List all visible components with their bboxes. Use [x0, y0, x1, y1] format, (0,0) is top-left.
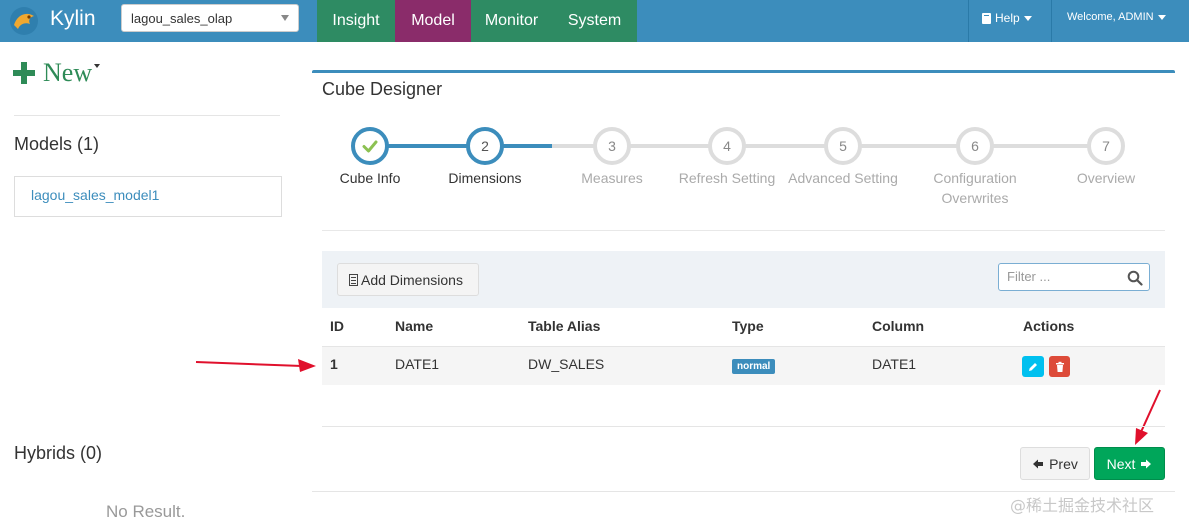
- filter-field: [998, 263, 1150, 291]
- next-label: Next: [1106, 455, 1136, 472]
- column-header-table-alias[interactable]: Table Alias: [528, 318, 601, 334]
- book-icon: [982, 12, 991, 24]
- tab-system[interactable]: System: [552, 0, 637, 42]
- wizard-step-label-line2: Overwrites: [941, 190, 1009, 206]
- search-icon[interactable]: [1127, 270, 1143, 286]
- divider: [312, 491, 1175, 492]
- new-button[interactable]: New: [13, 58, 101, 88]
- model-item-link[interactable]: lagou_sales_model1: [31, 187, 160, 203]
- kylin-logo-icon: [10, 7, 38, 35]
- wizard-step-label: Overview: [1076, 170, 1136, 186]
- wizard-step-label: Configuration: [933, 170, 1017, 186]
- models-title: Models (1): [14, 134, 100, 154]
- wizard-step-label: Refresh Setting: [678, 170, 776, 186]
- chevron-down-icon: [281, 15, 289, 21]
- brand[interactable]: Kylin: [0, 0, 105, 42]
- wizard-step-label: Dimensions: [448, 170, 522, 186]
- column-header-type[interactable]: Type: [732, 318, 764, 334]
- column-header-column[interactable]: Column: [872, 318, 925, 334]
- trash-icon: [1055, 361, 1064, 372]
- cell-name: DATE1: [395, 356, 440, 372]
- prev-button[interactable]: Prev: [1020, 447, 1090, 480]
- wizard-step-label: Measures: [581, 170, 643, 186]
- help-menu[interactable]: Help: [982, 11, 1032, 25]
- brand-name: Kylin: [50, 7, 96, 30]
- tab-model[interactable]: Model: [395, 0, 471, 42]
- hybrids-empty: No Result.: [106, 502, 186, 521]
- nav-divider: [1051, 0, 1052, 42]
- document-icon: [349, 273, 358, 286]
- wizard-step-dimensions[interactable]: 2: [466, 127, 504, 165]
- delete-button[interactable]: [1049, 356, 1070, 377]
- divider: [14, 115, 280, 116]
- tab-monitor[interactable]: Monitor: [471, 0, 552, 42]
- wizard-step-advanced-setting[interactable]: 5: [824, 127, 862, 165]
- help-label: Help: [995, 11, 1020, 25]
- project-select-value: lagou_sales_olap: [131, 11, 233, 26]
- cell-id: 1: [330, 356, 338, 372]
- hybrids-title: Hybrids (0): [14, 443, 103, 463]
- caret-down-icon: [1023, 15, 1032, 21]
- tab-insight[interactable]: Insight: [317, 0, 395, 42]
- filter-input[interactable]: [1005, 268, 1127, 285]
- panel-top-border: [312, 70, 1175, 73]
- wizard-step-overview[interactable]: 7: [1087, 127, 1125, 165]
- divider: [322, 426, 1165, 427]
- model-list: lagou_sales_model1: [14, 176, 282, 217]
- table-row: 1 DATE1 DW_SALES normal DATE1: [322, 346, 1165, 385]
- wizard-step-measures[interactable]: 3: [593, 127, 631, 165]
- wizard-step-label: Cube Info: [339, 170, 401, 186]
- wizard-step-refresh-setting[interactable]: 4: [708, 127, 746, 165]
- column-header-id[interactable]: ID: [330, 318, 344, 334]
- page-title: Cube Designer: [322, 79, 443, 99]
- welcome-label: Welcome, ADMIN: [1067, 11, 1154, 23]
- top-navbar: Kylin lagou_sales_olap Insight Model Mon…: [0, 0, 1189, 42]
- watermark: @稀土掘金技术社区: [1010, 496, 1155, 515]
- wizard-step-cube-info[interactable]: [351, 127, 389, 165]
- wizard-step-label: Advanced Setting: [788, 170, 898, 186]
- wizard-step-configuration-overwrites[interactable]: 6: [956, 127, 994, 165]
- arrow-right-icon: [1141, 459, 1152, 468]
- type-badge: normal: [732, 359, 776, 374]
- plus-icon: [13, 62, 35, 84]
- pencil-icon: [1029, 362, 1037, 371]
- caret-down-icon: [94, 64, 101, 68]
- project-select[interactable]: lagou_sales_olap: [121, 4, 299, 32]
- dimensions-toolbar: Add Dimensions: [322, 251, 1165, 308]
- divider: [322, 230, 1165, 231]
- user-menu[interactable]: Welcome, ADMIN: [1067, 11, 1166, 23]
- add-dimensions-label: Add Dimensions: [361, 271, 463, 288]
- cell-column: DATE1: [872, 356, 917, 372]
- wizard-progress-done: [370, 144, 552, 148]
- cell-table-alias: DW_SALES: [528, 356, 605, 372]
- caret-down-icon: [1157, 14, 1166, 20]
- annotation-arrow-left: [195, 359, 316, 372]
- prev-label: Prev: [1049, 455, 1078, 472]
- edit-button[interactable]: [1022, 356, 1044, 377]
- new-label: New: [43, 58, 93, 87]
- nav-divider: [968, 0, 969, 42]
- add-dimensions-button[interactable]: Add Dimensions: [337, 263, 479, 296]
- annotation-arrow-next: [1135, 389, 1161, 445]
- check-icon: [362, 140, 378, 153]
- table-header: ID Name Table Alias Type Column Actions: [322, 308, 1165, 346]
- next-button[interactable]: Next: [1094, 447, 1165, 480]
- arrow-left-icon: [1033, 459, 1044, 468]
- column-header-actions: Actions: [1023, 318, 1075, 334]
- column-header-name[interactable]: Name: [395, 318, 434, 334]
